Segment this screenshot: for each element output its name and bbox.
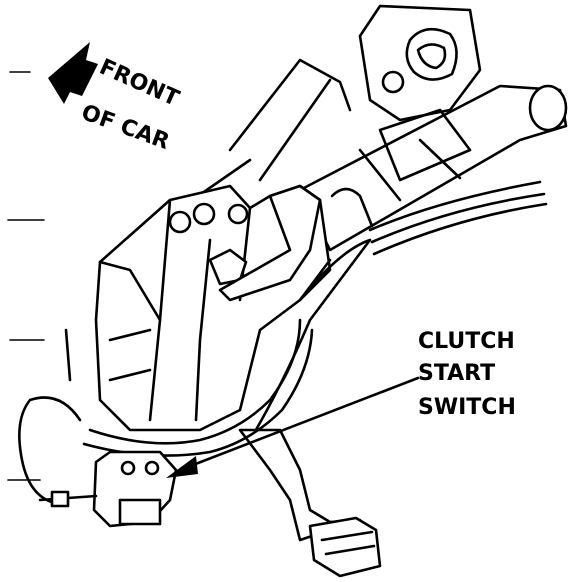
callout-line3: SWITCH <box>418 395 516 420</box>
front-of-car-label-line2: OF CAR <box>78 100 173 155</box>
clutch-start-switch-label: CLUTCH START SWITCH <box>418 329 516 420</box>
front-of-car-indicator: FRONT OF CAR <box>48 42 183 155</box>
clutch-pedal <box>238 428 382 578</box>
leader-lines-left <box>7 71 45 481</box>
callout-line1: CLUTCH <box>418 329 515 354</box>
front-arrow-icon <box>48 42 98 104</box>
front-of-car-label-line1: FRONT <box>96 55 183 112</box>
clutch-start-switch <box>38 450 178 528</box>
column-support-bracket <box>358 4 482 122</box>
callout-arrow <box>166 376 420 478</box>
wiring-harness-upper <box>330 180 548 256</box>
callout-line2: START <box>418 361 495 386</box>
pedal-bracket <box>94 184 332 432</box>
